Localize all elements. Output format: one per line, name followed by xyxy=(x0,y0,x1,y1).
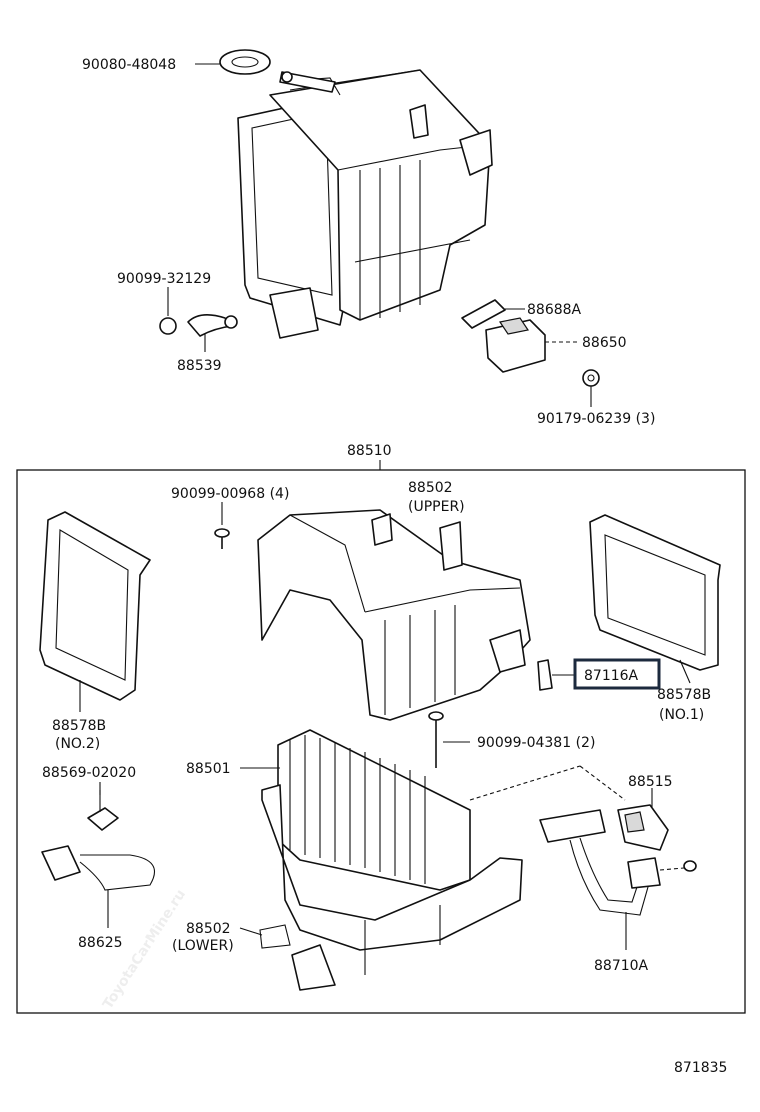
label-87116A: 87116A xyxy=(584,668,639,684)
label-90099-04381: 90099-04381 (2) xyxy=(477,735,595,751)
label-88650: 88650 xyxy=(582,335,627,351)
label-90080-48048: 90080-48048 xyxy=(82,57,176,73)
valve-88515 xyxy=(617,788,669,851)
label-88502-upper: 88502 xyxy=(408,480,453,496)
label-88569-02020: 88569-02020 xyxy=(42,765,136,781)
label-88515: 88515 xyxy=(628,774,673,790)
sensor-88569-02020 xyxy=(87,782,119,831)
label-88578B-no2: 88578B xyxy=(52,718,106,734)
nut-90179-06239 xyxy=(582,369,600,407)
case-88502-upper xyxy=(257,509,531,721)
evaporator-assembly-top xyxy=(237,69,493,339)
frame-88578B-no1 xyxy=(589,514,721,684)
grommet-90080-48048 xyxy=(195,49,271,75)
label-88688A: 88688A xyxy=(527,302,582,318)
pipe-88710A xyxy=(539,809,697,950)
label-88501: 88501 xyxy=(186,761,231,777)
label-88578B-no1: 88578B xyxy=(657,687,711,703)
label-88625: 88625 xyxy=(78,935,123,951)
label-upper: (UPPER) xyxy=(408,499,465,515)
label-88502-lower: 88502 xyxy=(186,921,231,937)
assembly-88510-box xyxy=(16,469,746,1014)
bolt-90099-04381 xyxy=(428,711,470,768)
evaporator-88501 xyxy=(240,729,626,891)
label-88710A: 88710A xyxy=(594,958,649,974)
thermistor-88625 xyxy=(41,845,155,928)
label-88510: 88510 xyxy=(347,443,392,459)
bracket-88688A xyxy=(461,299,525,329)
label-88539: 88539 xyxy=(177,358,222,374)
label-90099-32129: 90099-32129 xyxy=(117,271,211,287)
label-lower: (LOWER) xyxy=(172,938,234,954)
clip-90099-32129 xyxy=(159,287,177,335)
label-90099-00968: 90099-00968 (4) xyxy=(171,486,289,502)
highlight-87116A xyxy=(573,658,661,690)
screw-90099-00968 xyxy=(214,502,230,549)
label-90179-06239: 90179-06239 (3) xyxy=(537,411,655,427)
frame-88578B-no2 xyxy=(39,511,151,712)
case-88502-lower xyxy=(239,784,523,991)
label-no1: (NO.1) xyxy=(659,707,704,723)
clip-87116A xyxy=(537,659,574,691)
relay-88650 xyxy=(485,317,577,373)
hose-88539 xyxy=(187,314,238,352)
label-no2: (NO.2) xyxy=(55,736,100,752)
diagram-number: 871835 xyxy=(674,1060,727,1076)
